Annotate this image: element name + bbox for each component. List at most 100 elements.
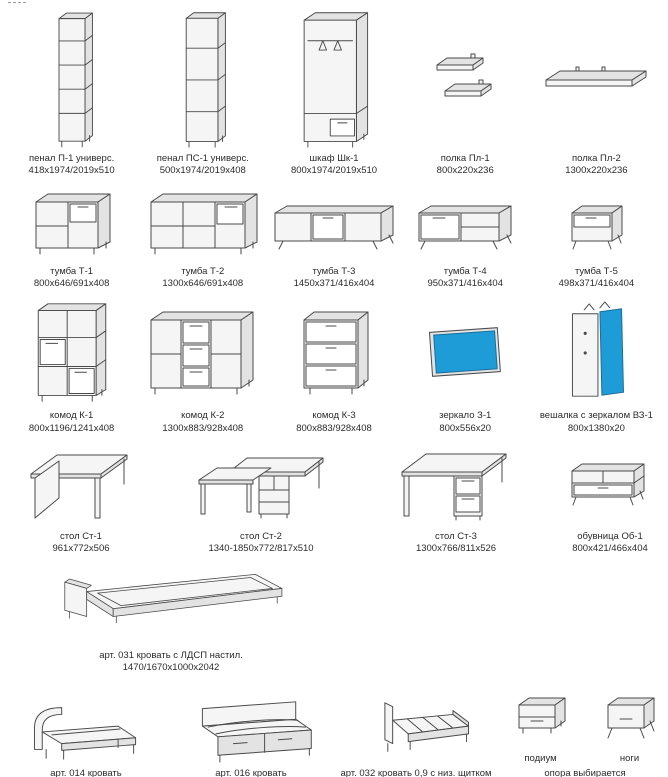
item-name: тумба Т-4 — [443, 265, 487, 277]
item-dims: 1300х220х236 — [565, 165, 628, 177]
catalog-item: обувница Об-1 800х421/466х404 — [546, 444, 668, 556]
podium-group: подиум ноги — [496, 680, 668, 777]
podium-box-drawing — [518, 697, 565, 734]
catalog-item: комод К-3 800х883/928х408 — [268, 299, 399, 435]
wardrobe-with-rod-drawing — [303, 12, 369, 148]
single-bed-low-footboard-drawing — [384, 702, 469, 752]
item-name: стол Ст-3 — [435, 531, 477, 543]
catalog-item: тумба Т-5 498х371/416х404 — [531, 187, 662, 291]
catalog-item: арт. 016 кровать 1942х700х860 — [166, 695, 336, 777]
item-dims: 1450х371/416х404 — [293, 278, 375, 290]
tv-stand-medium-drawing — [418, 205, 512, 250]
item-caption: комод К-3 800х883/928х408 — [296, 410, 372, 435]
catalog-item: полка Пл-1 800х220х236 — [400, 8, 531, 178]
item-caption: шкаф Шк-1 800х1974/2019х510 — [291, 153, 377, 178]
item-caption: стол Ст-2 1340-1850х772/817х510 — [208, 531, 313, 556]
catalog-row-3: комод К-1 800х1196/1241х408 комод К-2 — [6, 299, 662, 435]
item-dims: 800х883/928х408 — [296, 422, 372, 434]
item-caption: стол Ст-3 1300х766/811х526 — [416, 531, 496, 556]
item-caption: тумба Т-5 498х371/416х404 — [559, 266, 635, 291]
wide-chest-drawing — [150, 311, 254, 395]
catalog-item: комод К-2 1300х883/928х408 — [137, 299, 268, 435]
double-bed-drawing — [64, 573, 283, 623]
item-name: комод К-2 — [181, 410, 225, 422]
tv-stand-long-drawing — [274, 205, 394, 250]
item-caption: комод К-1 800х1196/1241х408 — [29, 410, 114, 435]
item-name: арт. 014 кровать — [50, 767, 122, 777]
item-dims: 800х1380х20 — [567, 422, 625, 434]
item-dims: 1300х766/811х526 — [415, 543, 497, 555]
catalog-item: шкаф Шк-1 800х1974/2019х510 — [268, 8, 399, 178]
catalog-row-1: пенал П-1 универс. 418х1974/2019х510 пен… — [6, 8, 662, 178]
item-dims: 961х772х506 — [52, 543, 110, 555]
footnote-line-1: опора выбирается — [544, 767, 626, 777]
item-dims: 1340-1850х772/817х510 — [208, 543, 314, 555]
bed-arched-headboard-drawing — [33, 706, 137, 760]
item-name: арт. 031 кровать с ЛДСП настил. — [99, 649, 243, 661]
item-name: комод К-1 — [49, 410, 94, 422]
catalog-item: арт. 032 кровать 0,9 с низ. щитком 950х8… — [336, 695, 496, 777]
item-dims: 1470/1670х1000х2042 — [122, 662, 220, 674]
item-caption: полка Пл-2 1300х220х236 — [565, 153, 627, 178]
catalog-item: подиум — [496, 680, 585, 765]
item-caption: пенал ПС-1 универс. 500х1974/2019х408 — [157, 153, 249, 178]
item-name: пенал П-1 универс. — [28, 153, 115, 164]
item-name: полка Пл-1 — [440, 153, 490, 164]
mirror-surface — [433, 330, 498, 374]
coat-rack-with-mirror-drawing — [572, 301, 625, 398]
item-caption: арт. 016 кровать 1942х700х860 — [215, 768, 286, 777]
item-caption: арт. 031 кровать с ЛДСП настил. 1470/167… — [99, 650, 243, 675]
mirror-drawing — [429, 327, 502, 378]
desk-drawing — [30, 454, 128, 519]
item-name: полка Пл-2 — [571, 153, 621, 164]
item-dims: 800х556х20 — [439, 422, 492, 434]
tall-open-shelf-cabinet-drawing — [58, 12, 93, 148]
catalog-item: тумба Т-2 1300х646/691х408 — [137, 187, 268, 291]
catalog-item: стол Ст-3 1300х766/811х526 — [366, 444, 546, 556]
catalog-row-4: стол Ст-1 961х772х506 — [6, 444, 662, 556]
item-dims: 418х1974/2019х510 — [28, 165, 115, 177]
item-caption: зеркало З-1 800х556х20 — [439, 410, 491, 435]
item-name: шкаф Шк-1 — [309, 153, 359, 164]
catalog-row-6: арт. 014 кровать 885х940х1950 арт. 016 к — [6, 680, 662, 777]
support-footnote: опора выбирается по желанию заказчика — [536, 768, 635, 777]
item-name: пенал ПС-1 универс. — [156, 153, 249, 164]
item-name: обувница Об-1 — [577, 531, 643, 543]
daybed-with-drawers-drawing — [201, 701, 312, 763]
catalog-item: полка Пл-2 1300х220х236 — [531, 8, 662, 178]
crop-mark — [8, 2, 26, 6]
item-caption: арт. 014 кровать 885х940х1950 — [50, 768, 121, 777]
item-name: тумба Т-2 — [181, 265, 225, 277]
item-name: тумба Т-3 — [312, 265, 356, 277]
item-dims: 800х220х236 — [436, 165, 494, 177]
three-drawer-chest-drawing — [303, 311, 369, 395]
item-caption: тумба Т-1 800х646/691х408 — [34, 266, 110, 291]
item-caption: подиум — [524, 753, 556, 765]
item-name: стол Ст-2 — [240, 531, 282, 543]
catalog-item: пенал П-1 универс. 418х1974/2019х510 — [6, 8, 137, 178]
item-name: зеркало З-1 — [439, 410, 492, 422]
wide-cabinet-with-drawer-drawing — [150, 193, 258, 255]
desk-with-drawers-drawing — [401, 453, 507, 521]
catalog-item: пенал ПС-1 универс. 500х1974/2019х408 — [137, 8, 268, 178]
long-wall-shelf-drawing — [545, 66, 647, 87]
catalog-item: арт. 031 кровать с ЛДСП настил. 1470/167… — [6, 565, 336, 675]
item-name: тумба Т-1 — [50, 265, 94, 277]
item-dims: 800х1196/1241х408 — [28, 422, 115, 434]
item-caption: тумба Т-4 950х371/416х404 — [427, 266, 503, 291]
item-name: комод К-3 — [312, 410, 356, 422]
item-name: вешалка с зеркалом ВЗ-1 — [539, 410, 653, 422]
catalog-item: тумба Т-4 950х371/416х404 — [400, 187, 531, 291]
tall-chest-drawing — [37, 303, 106, 403]
item-dims: 950х371/416х404 — [427, 278, 503, 290]
catalog-item: вешалка с зеркалом ВЗ-1 800х1380х20 — [531, 299, 662, 435]
two-wall-shelves-drawing — [436, 53, 492, 97]
item-name: стол Ст-1 — [60, 531, 102, 543]
item-caption: вешалка с зеркалом ВЗ-1 800х1380х20 — [540, 410, 653, 435]
item-name: арт. 016 кровать — [215, 767, 287, 777]
item-name: подиум — [524, 753, 557, 765]
item-name: тумба Т-5 — [574, 265, 618, 277]
catalog-row-5: арт. 031 кровать с ЛДСП настил. 1470/167… — [6, 565, 662, 675]
catalog-item: стол Ст-1 961х772х506 — [6, 444, 156, 556]
